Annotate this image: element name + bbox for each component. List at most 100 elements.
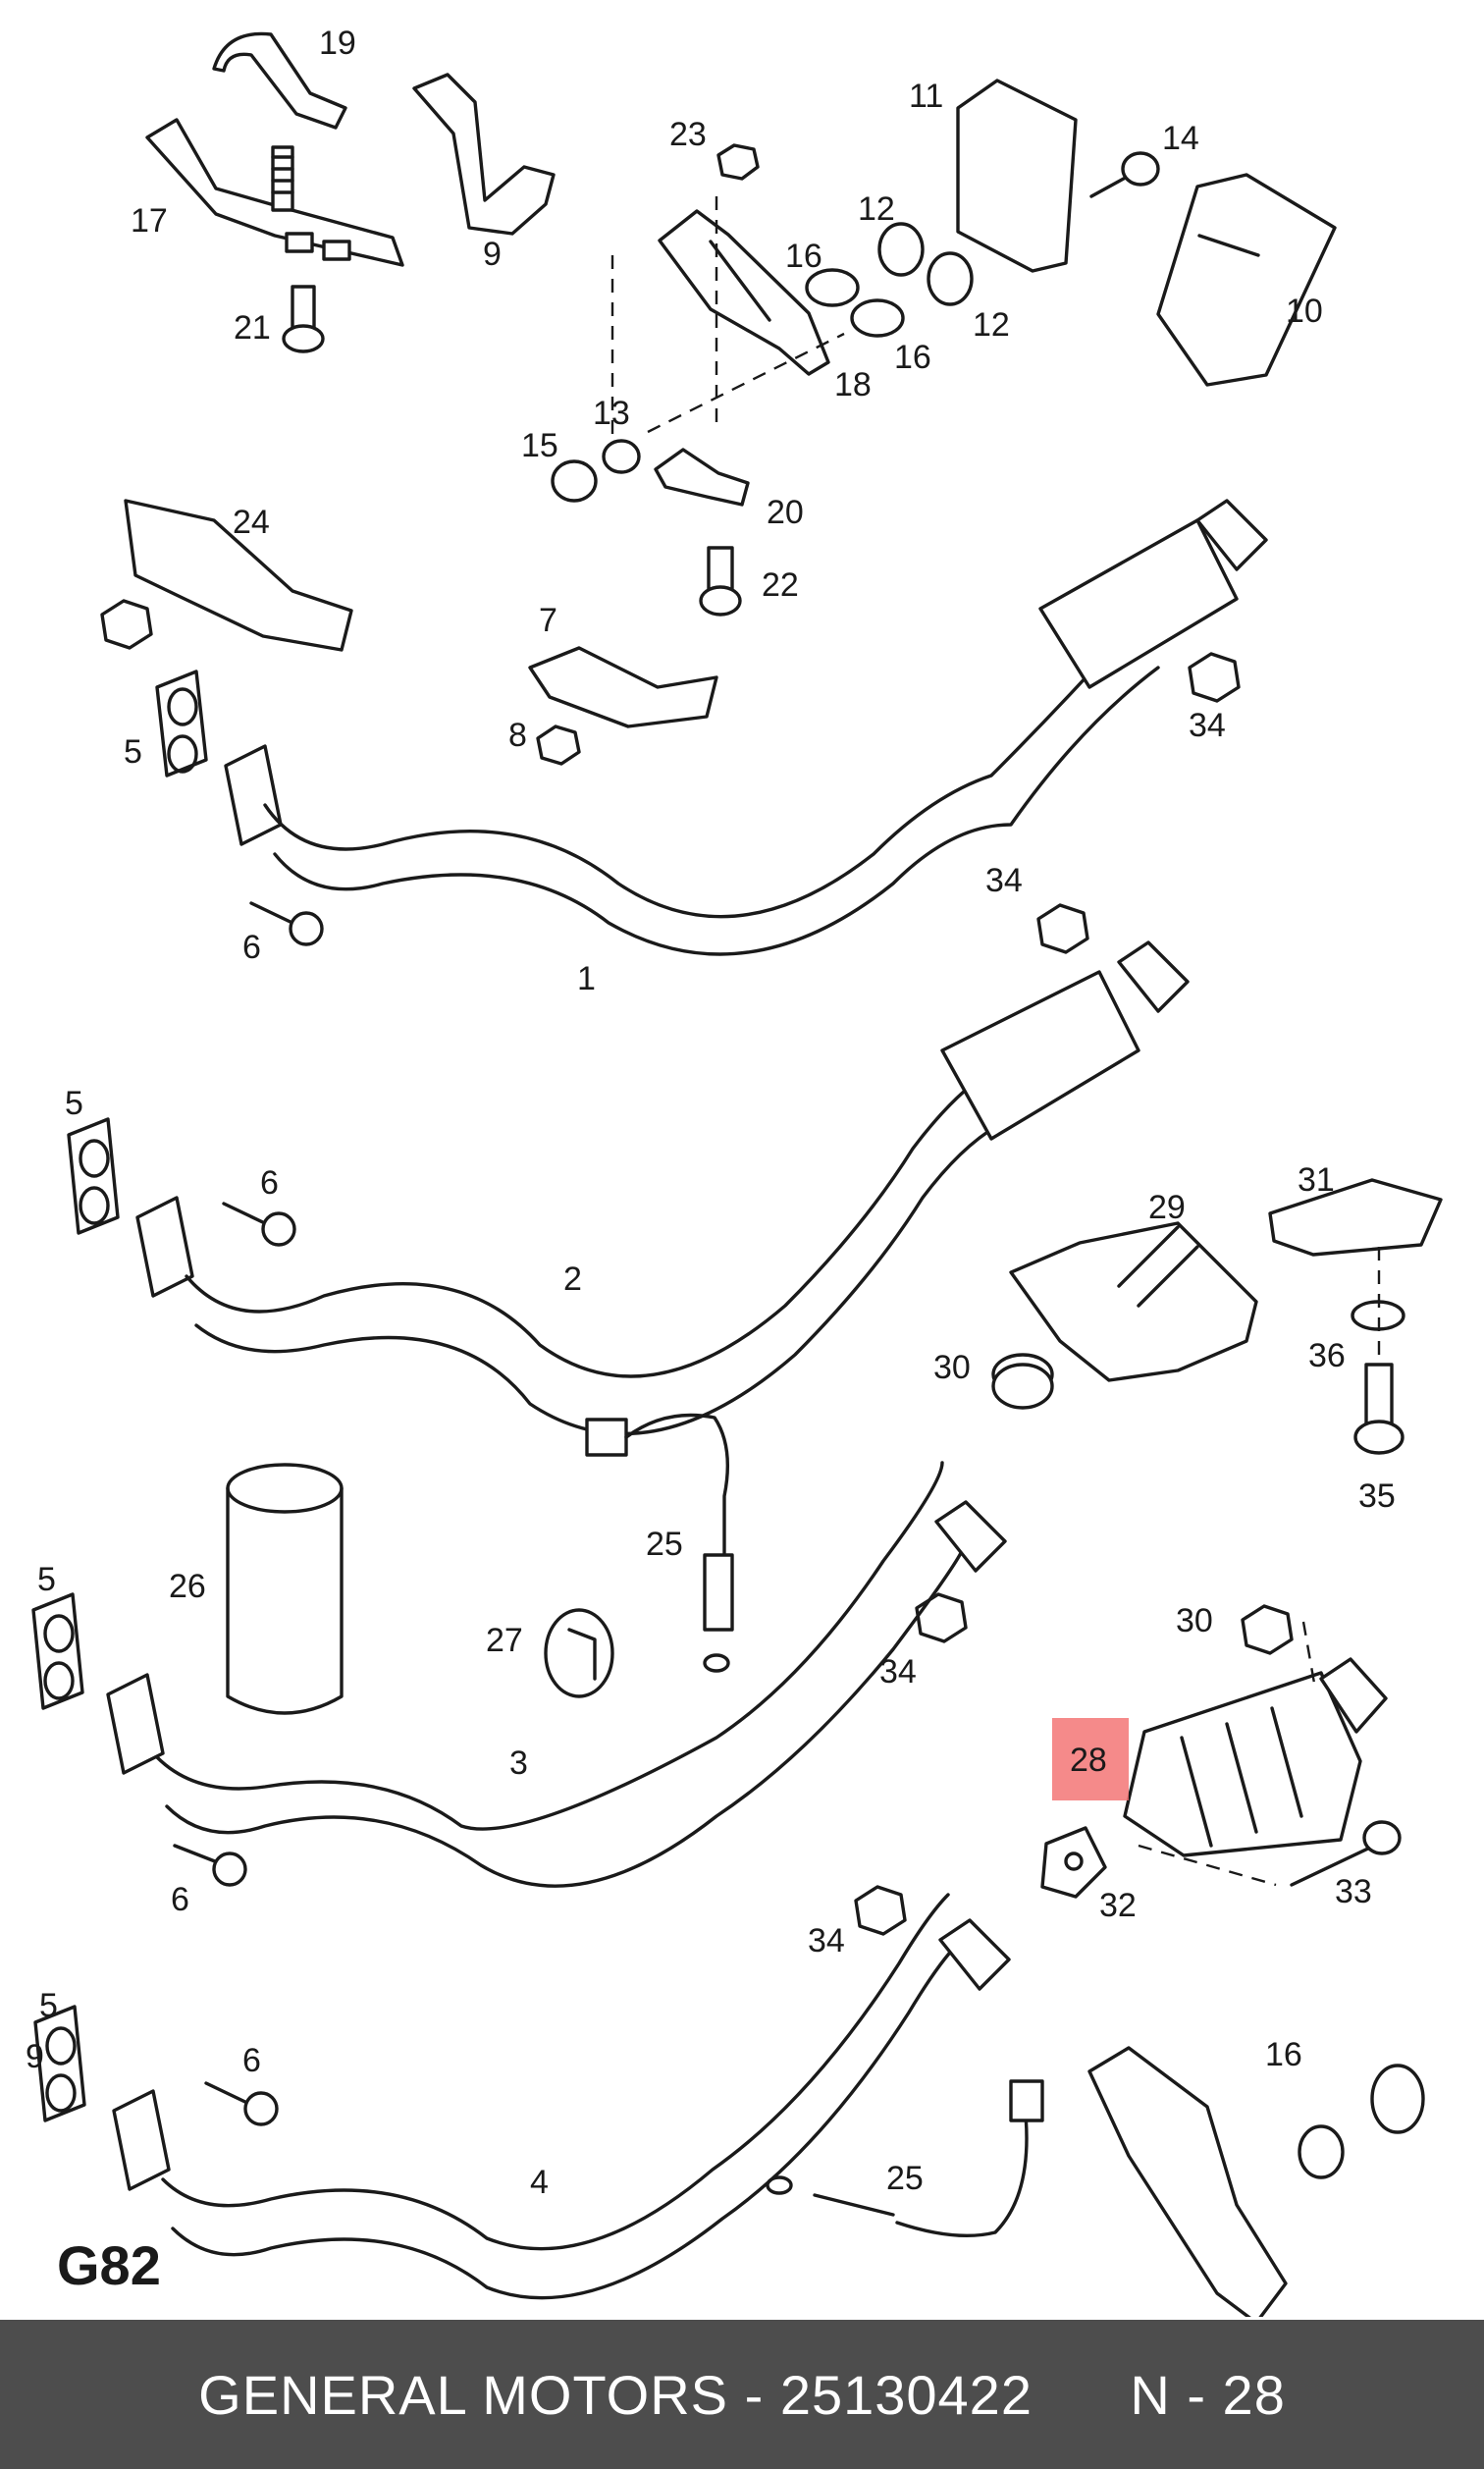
callout-12-upper: 12 bbox=[858, 190, 895, 228]
callout-12-lower: 12 bbox=[973, 306, 1010, 344]
part-28-catalytic-converter bbox=[1123, 1657, 1388, 1857]
callout-26: 26 bbox=[169, 1568, 206, 1605]
part-12-rubber-mount bbox=[877, 222, 974, 306]
callout-1: 1 bbox=[577, 960, 596, 997]
part-26-sealant-can bbox=[226, 1463, 344, 1715]
part-3-exhaust-pipe bbox=[106, 1461, 1007, 1888]
callout-23: 23 bbox=[669, 116, 707, 153]
part-14-bolt bbox=[1089, 151, 1160, 198]
part-18-hanger-bracket bbox=[658, 209, 830, 376]
callout-5-a1: 5 bbox=[124, 733, 142, 771]
footer-gap bbox=[728, 2363, 745, 2427]
callout-2: 2 bbox=[563, 1261, 582, 1298]
callout-32: 32 bbox=[1099, 1887, 1137, 1924]
part-4-exhaust-pipe bbox=[112, 1893, 1011, 2300]
part-5-gasket-1 bbox=[155, 670, 208, 778]
part-6-bolt-a2 bbox=[222, 1202, 296, 1247]
footer-position-number: 28 bbox=[1222, 2363, 1286, 2426]
callout-36: 36 bbox=[1308, 1337, 1346, 1374]
part-34-nut-a3 bbox=[915, 1592, 968, 1643]
part-16-bushing-bottom bbox=[1298, 2064, 1425, 2179]
callout-24: 24 bbox=[233, 504, 270, 541]
part-2-exhaust-pipe bbox=[135, 940, 1190, 1436]
callout-5-a4: 5 bbox=[39, 1987, 58, 2024]
callout-14: 14 bbox=[1162, 120, 1199, 157]
part-7-bracket bbox=[528, 646, 718, 728]
callout-34-a3: 34 bbox=[879, 1653, 917, 1691]
part-30-nut-2 bbox=[1241, 1604, 1294, 1655]
part-34-nut-a4 bbox=[854, 1885, 907, 1936]
callout-25-a3: 25 bbox=[646, 1526, 683, 1563]
footer-part-number: 25130422 bbox=[779, 2363, 1033, 2426]
part-35-bolt bbox=[1353, 1363, 1404, 1455]
part-27-fitting bbox=[544, 1608, 614, 1698]
callout-5-a3: 5 bbox=[37, 1561, 56, 1598]
footer-bar: GENERAL MOTORS - 25130422 N - 28 bbox=[0, 2320, 1484, 2469]
callout-20: 20 bbox=[767, 494, 804, 531]
part-23-nut bbox=[716, 143, 760, 181]
callout-21: 21 bbox=[234, 309, 271, 347]
callout-16-bottom: 16 bbox=[1265, 2036, 1302, 2073]
callout-5-a2: 5 bbox=[65, 1085, 83, 1122]
part-13-washer bbox=[602, 439, 641, 474]
part-9-bracket bbox=[412, 73, 556, 236]
part-19-clamp-half bbox=[212, 31, 347, 130]
part-6-bolt-a3 bbox=[173, 1844, 247, 1887]
part-29-heat-shield bbox=[1009, 1221, 1258, 1382]
part-1-exhaust-pipe bbox=[224, 499, 1268, 956]
part-5-gasket-2 bbox=[67, 1117, 120, 1235]
part-22-bolt bbox=[699, 546, 742, 617]
callout-18: 18 bbox=[834, 366, 872, 403]
part-6-bolt-a1 bbox=[249, 901, 324, 946]
part-33-bolt bbox=[1290, 1820, 1402, 1887]
part-9-bracket-bottom bbox=[1087, 2046, 1288, 2317]
footer-gap bbox=[764, 2363, 780, 2427]
callout-9-top: 9 bbox=[483, 236, 502, 273]
part-17-spring-stud bbox=[271, 145, 294, 212]
footer-gap: - bbox=[1170, 2363, 1223, 2426]
callout-28: 28 bbox=[1070, 1742, 1107, 1779]
callout-16-upper: 16 bbox=[785, 238, 822, 275]
callout-33: 33 bbox=[1335, 1873, 1372, 1910]
section-code: G82 bbox=[57, 2234, 161, 2296]
callout-9-bottom: 9 bbox=[26, 2038, 44, 2075]
part-5-gasket-4 bbox=[33, 2005, 86, 2122]
callout-34-a4: 34 bbox=[808, 1922, 845, 1959]
callout-6-a4: 6 bbox=[242, 2042, 261, 2079]
part-24-heat-shield bbox=[124, 499, 353, 652]
callout-27: 27 bbox=[486, 1622, 523, 1659]
part-15-nut bbox=[551, 459, 598, 503]
highlight-box bbox=[1052, 1718, 1129, 1800]
footer-manufacturer: GENERAL MOTORS bbox=[198, 2363, 729, 2426]
part-34-nut-a1 bbox=[1188, 652, 1241, 703]
callout-22: 22 bbox=[762, 566, 799, 604]
part-25-oxygen-sensor-2 bbox=[766, 2079, 1044, 2238]
callout-31: 31 bbox=[1298, 1161, 1335, 1199]
callout-11: 11 bbox=[909, 78, 943, 115]
callout-17: 17 bbox=[131, 202, 168, 240]
callout-labels: 19 17 21 9 23 11 14 12 16 12 16 10 18 13… bbox=[26, 25, 1396, 2296]
part-11-mounting-plate bbox=[956, 79, 1078, 273]
part-21-bolt bbox=[282, 285, 325, 353]
callout-19: 19 bbox=[319, 25, 356, 62]
part-5-gasket-3 bbox=[31, 1592, 84, 1710]
part-34-nut-a2 bbox=[1036, 903, 1089, 954]
callout-10: 10 bbox=[1286, 293, 1323, 330]
footer-gap bbox=[1033, 2363, 1130, 2427]
footer-position-prefix: N bbox=[1130, 2363, 1171, 2426]
callout-13: 13 bbox=[593, 395, 630, 432]
callout-16-lower: 16 bbox=[894, 339, 931, 376]
part-6-bolt-a4 bbox=[204, 2081, 279, 2126]
callout-6-a1: 6 bbox=[242, 929, 261, 966]
callout-30-nut: 30 bbox=[1176, 1602, 1213, 1639]
callout-30-grommet: 30 bbox=[933, 1349, 971, 1386]
part-34-nut-top-left bbox=[100, 599, 153, 650]
callout-6-a3: 6 bbox=[171, 1881, 189, 1918]
callout-4: 4 bbox=[530, 2164, 549, 2201]
part-31-bracket bbox=[1268, 1178, 1443, 1257]
callout-34-a1: 34 bbox=[1189, 707, 1226, 744]
part-30-grommet-1 bbox=[991, 1353, 1054, 1410]
exhaust-parts-diagram: 19 17 21 9 23 11 14 12 16 12 16 10 18 13… bbox=[26, 25, 1443, 2317]
callout-25-a4: 25 bbox=[886, 2160, 924, 2197]
footer-separator: - bbox=[744, 2363, 765, 2426]
